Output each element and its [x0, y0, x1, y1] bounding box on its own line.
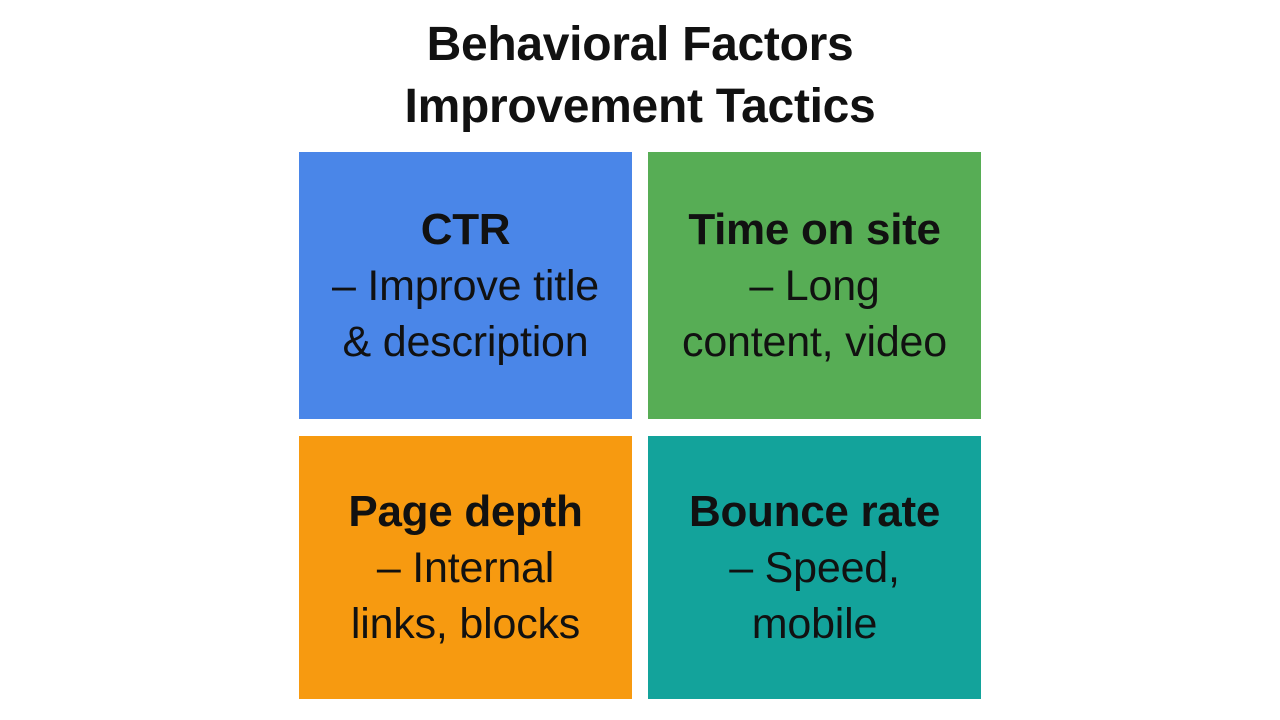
- title-line-1: Behavioral Factors: [426, 18, 854, 71]
- quadrant-time-on-site: Time on site – Long content, video: [648, 152, 981, 419]
- quadrant-text-line: – Long: [749, 261, 880, 310]
- quadrant-text-line: mobile: [751, 599, 878, 648]
- diagram-title: Behavioral Factors Improvement Tactics: [0, 14, 1280, 138]
- quadrant-page-depth: Page depth – Internal links, blocks: [299, 436, 632, 699]
- quadrant-heading: Time on site: [688, 204, 941, 254]
- quadrant-heading: CTR: [420, 204, 511, 254]
- quadrant-text-line: – Improve title: [331, 261, 600, 310]
- quadrant-heading: Bounce rate: [689, 486, 940, 536]
- quadrant-text-line: & description: [342, 317, 589, 366]
- quadrant-text-line: links, blocks: [350, 599, 581, 648]
- quadrant-ctr: CTR – Improve title & description: [299, 152, 632, 419]
- quadrant-bounce-rate: Bounce rate – Speed, mobile: [648, 436, 981, 699]
- quadrant-text-line: – Speed,: [729, 543, 900, 592]
- quadrant-heading: Page depth: [348, 486, 583, 536]
- quadrant-text-line: – Internal: [376, 543, 555, 592]
- quadrant-text-line: content, video: [682, 317, 947, 366]
- title-line-2: Improvement Tactics: [404, 80, 876, 133]
